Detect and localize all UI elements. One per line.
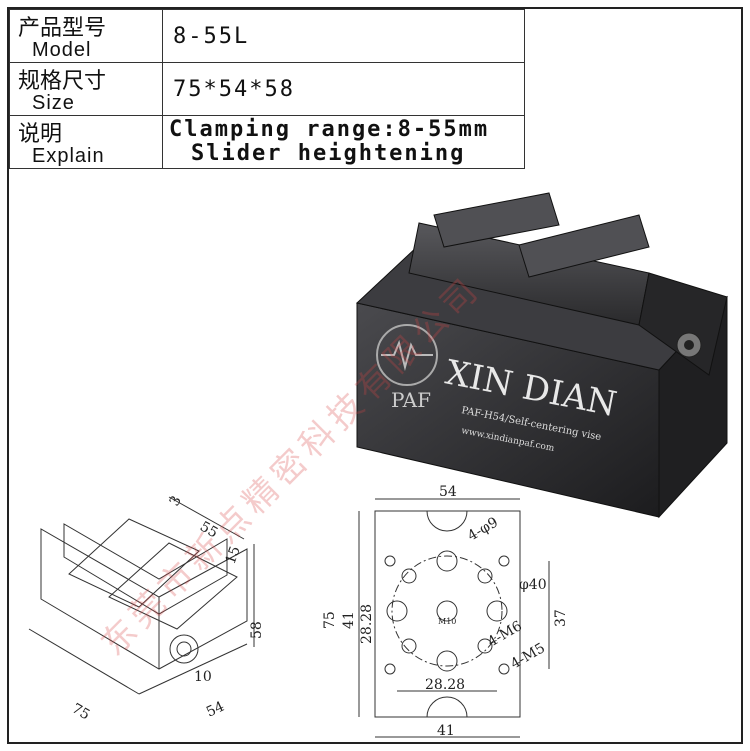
iso-dim-3: 3	[167, 493, 185, 509]
explain-value: Clamping range:8-55mm Slider heightening	[162, 115, 525, 169]
spec-label-cell: 规格尺寸 Size	[9, 62, 163, 116]
label-cn: 产品型号	[18, 16, 107, 41]
iso-drawing	[28, 496, 255, 695]
logo-text: PAF	[391, 388, 431, 412]
iso-dim-15: 15	[223, 544, 244, 566]
plan-bottom-width: 41	[437, 723, 455, 739]
plan-height-pitch: 28.28	[359, 604, 375, 644]
spec-row-explain: 说明 Explain Clamping range:8-55mm Slider …	[9, 115, 525, 169]
plan-right-height: 37	[553, 609, 569, 627]
explain-line-1: Clamping range:8-55mm	[169, 117, 490, 142]
plan-holes: 4-φ9	[465, 514, 501, 544]
plan-height-total: 75	[322, 611, 338, 629]
iso-dim-10: 10	[194, 669, 212, 685]
iso-dim-54: 54	[204, 699, 227, 721]
model-value: 8-55L	[162, 9, 525, 63]
vise-product-photo: PAF XIN DIAN PAF-H54/Self-centering vise…	[355, 192, 728, 519]
label-en: Model	[32, 39, 92, 61]
plan-center-label: M10	[438, 617, 456, 626]
plan-thread-m5: 4-M5	[508, 640, 548, 672]
label-en: Explain	[32, 145, 105, 167]
iso-dim-55: 55	[197, 519, 220, 542]
spec-row-size: 规格尺寸 Size 75*54*58	[9, 62, 525, 116]
plan-bottom-pitch: 28.28	[425, 677, 465, 693]
size-value: 75*54*58	[162, 62, 525, 116]
technical-drawing: 3 55 15 58 10 75 54 54 4-φ	[28, 484, 569, 739]
spec-row-model: 产品型号 Model 8-55L	[9, 9, 525, 63]
spec-label-cell: 产品型号 Model	[9, 9, 163, 63]
plan-height-inner: 41	[341, 611, 357, 629]
plan-top-width: 54	[439, 484, 457, 500]
product-spec-sheet: 产品型号 Model 8-55L 规格尺寸 Size 75*54*58 说明 E…	[7, 7, 743, 744]
plan-thread-m6: 4-M6	[485, 618, 525, 650]
iso-dim-75: 75	[69, 701, 92, 724]
paf-logo-icon	[376, 324, 438, 386]
label-en: Size	[32, 92, 75, 114]
iso-dim-58: 58	[249, 621, 265, 639]
label-cn: 规格尺寸	[18, 69, 107, 94]
plan-circle-dia: φ40	[519, 577, 547, 593]
spec-table: 产品型号 Model 8-55L 规格尺寸 Size 75*54*58 说明 E…	[9, 9, 525, 169]
plan-drawing	[358, 498, 550, 738]
label-cn: 说明	[18, 122, 63, 147]
explain-line-2: Slider heightening	[191, 141, 466, 166]
spec-label-cell: 说明 Explain	[9, 115, 163, 169]
